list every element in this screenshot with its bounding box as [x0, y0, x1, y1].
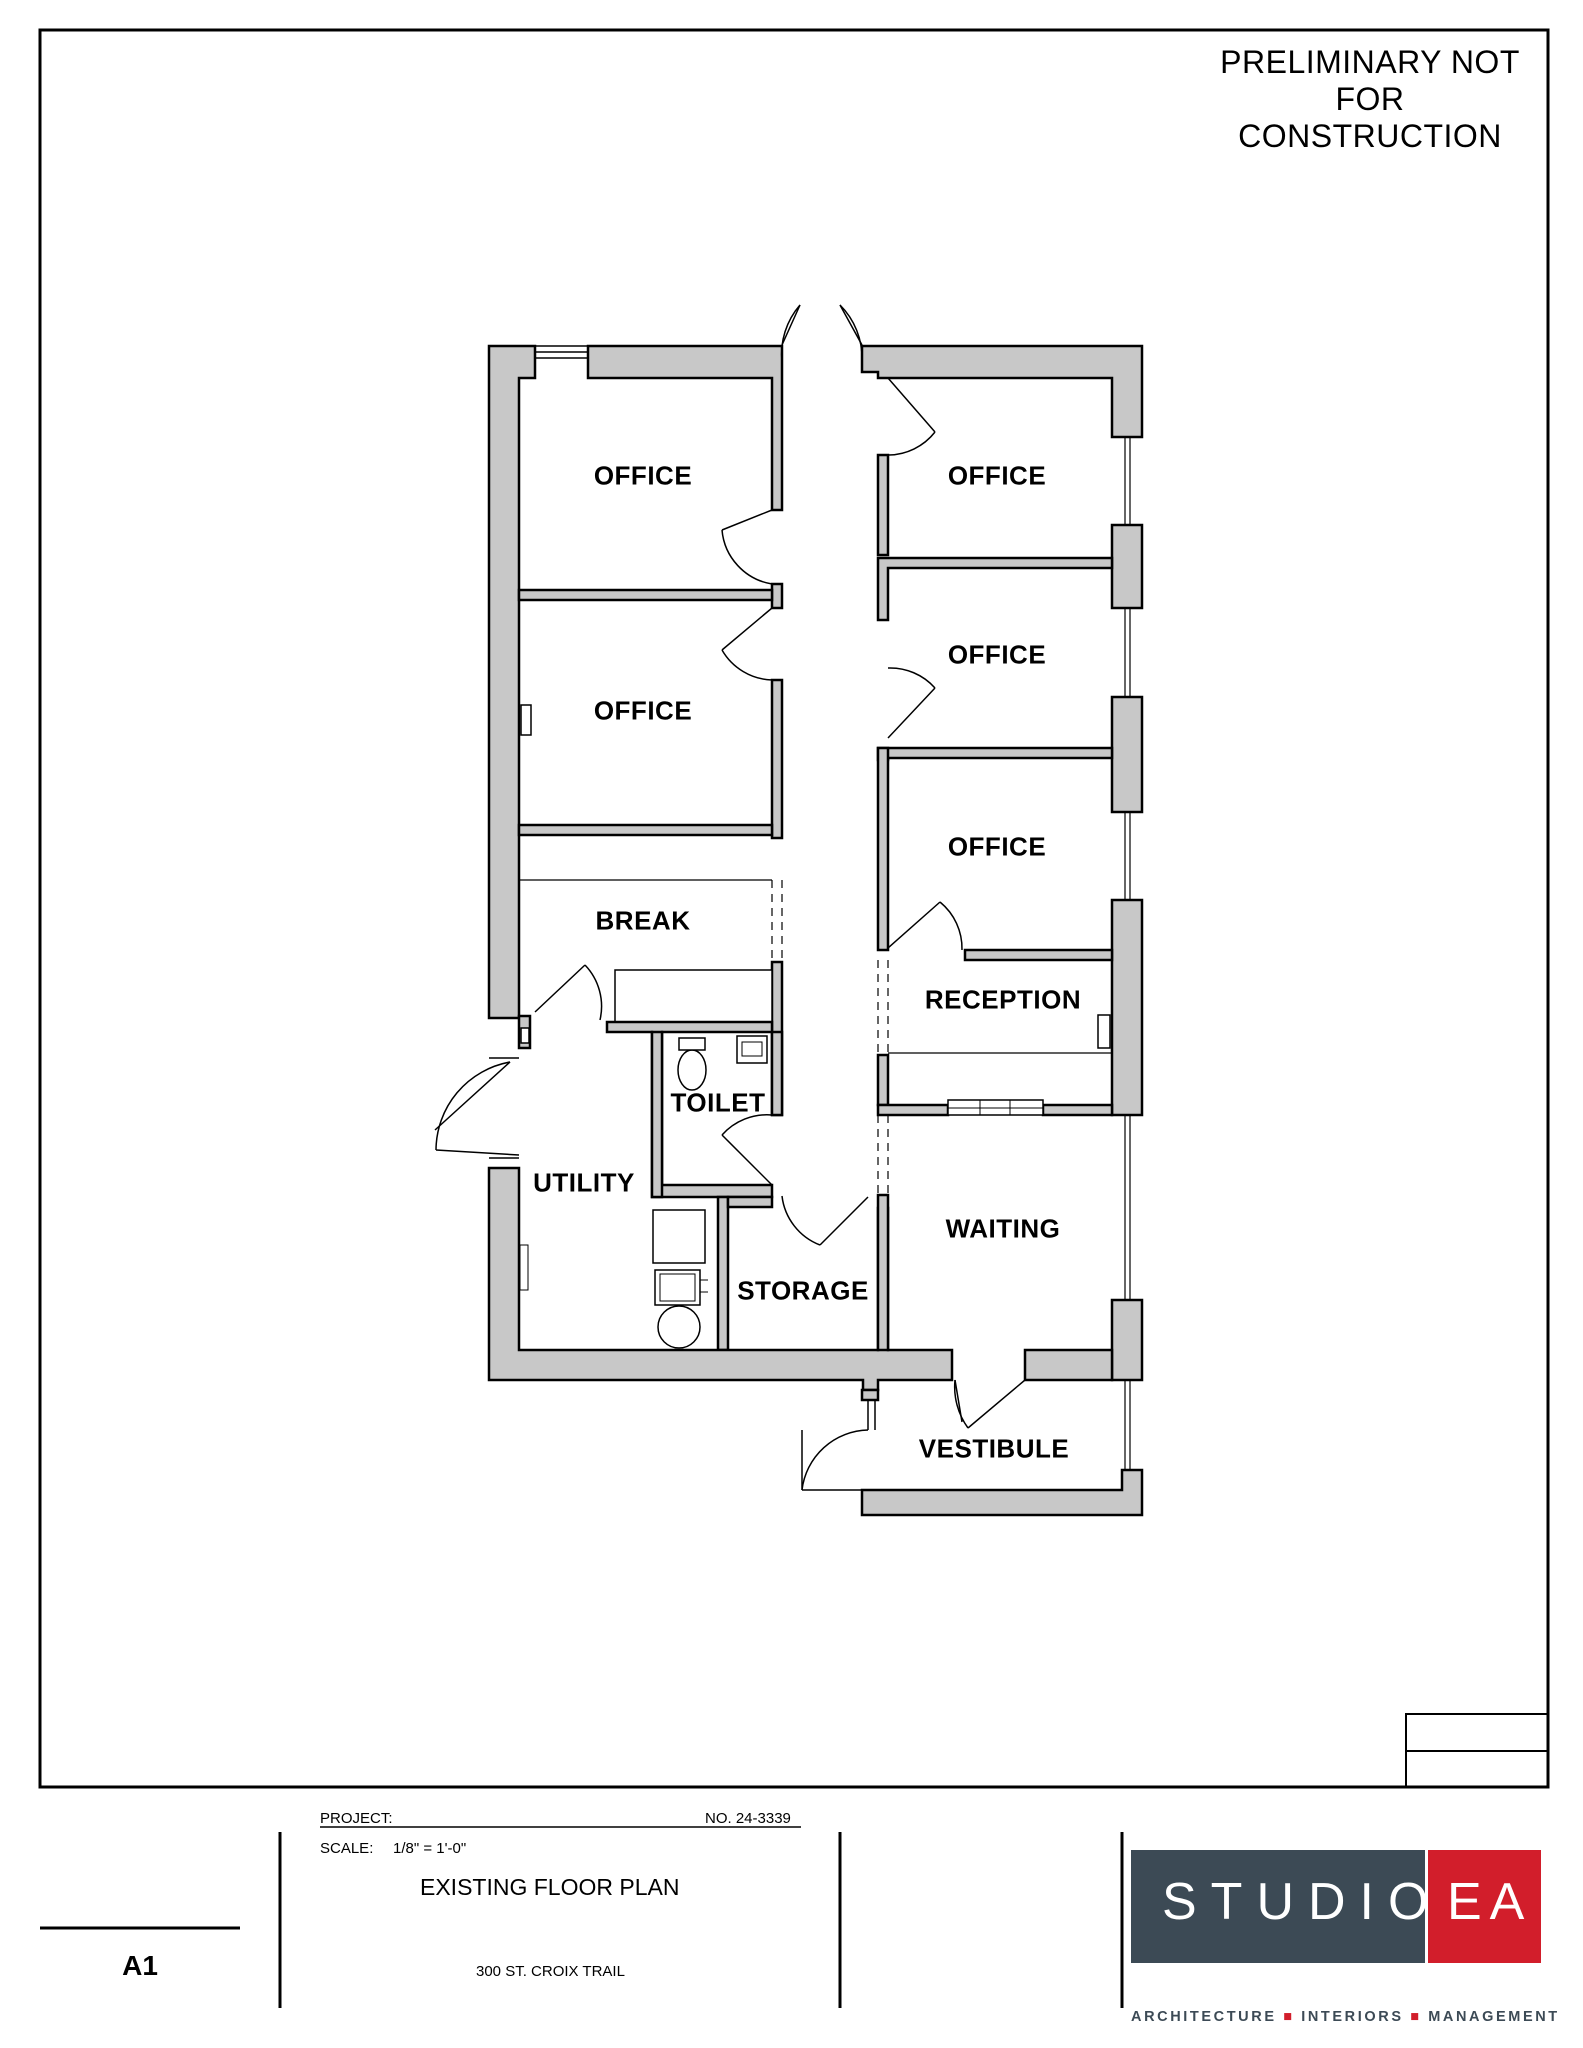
- wall-east-1: [1110, 523, 1144, 610]
- logo-tag-separator-2: ■: [1410, 2009, 1422, 2025]
- toilet-tank: [678, 1037, 706, 1051]
- scale-value: 1/8" = 1'-0": [393, 1840, 467, 1857]
- room-label-waiting: WAITING: [945, 1213, 1061, 1244]
- toilet-bowl: [677, 1049, 707, 1091]
- wall-waiting-west: [876, 1193, 890, 1352]
- wall-east-4: [1110, 1298, 1144, 1382]
- logo-word-studio: STUDIO: [1162, 1873, 1443, 1931]
- room-label-vestibule: VESTIBULE: [918, 1433, 1070, 1464]
- wall-office-divider-right-2: [876, 746, 1114, 762]
- sheet-number: A1: [122, 1950, 158, 1981]
- drawing-title: EXISTING FLOOR PLAN: [420, 1874, 680, 1900]
- wall-west: [487, 344, 537, 1020]
- utility-sink: [654, 1269, 701, 1306]
- utility-tank: [652, 1209, 706, 1264]
- project-number: NO. 24-3339: [705, 1810, 791, 1827]
- wall-corridor-right-1: [876, 453, 890, 557]
- wall-toilet: [605, 1020, 784, 1199]
- room-label-storage: STORAGE: [737, 1275, 869, 1306]
- logo-tag-interiors: INTERIORS: [1301, 2009, 1404, 2025]
- preliminary-note: PRELIMINARY NOT FOR CONSTRUCTION: [1160, 44, 1580, 155]
- utility-bracket: [520, 704, 532, 736]
- utility-bracket-2: [520, 1027, 530, 1044]
- break-opening: [771, 880, 783, 962]
- office-ne-door: [887, 377, 936, 456]
- wall-office-break-divider: [517, 823, 774, 837]
- wall-north-right: [860, 344, 1144, 439]
- wall-vestibule-west: [860, 1388, 880, 1402]
- room-label-reception: RECEPTION: [924, 984, 1082, 1015]
- note-line-1: PRELIMINARY NOT: [1220, 44, 1520, 80]
- room-label-office-e: OFFICE: [947, 639, 1047, 670]
- storage-door: [781, 1195, 869, 1246]
- wall-corridor-right-2: [876, 746, 890, 952]
- break-door: [534, 964, 603, 1021]
- vestibule-exterior-door: [801, 1400, 876, 1491]
- wall-toilet-left: [650, 1030, 664, 1199]
- project-address: 300 ST. CROIX TRAIL: [476, 1963, 625, 1980]
- logo-word-ea: EA: [1447, 1873, 1533, 1931]
- logo-tagline: ARCHITECTURE ■ INTERIORS ■ MANAGEMENT: [1131, 2009, 1557, 2025]
- scale-label: SCALE:: [320, 1840, 374, 1857]
- room-label-break: BREAK: [595, 905, 691, 936]
- room-label-office-ne: OFFICE: [947, 460, 1047, 491]
- revision-box: [1405, 1713, 1549, 1788]
- utility-exterior-door: [434, 1057, 520, 1159]
- logo-tag-architecture: ARCHITECTURE: [1131, 2009, 1277, 2025]
- window-east: [1124, 437, 1131, 1480]
- logo-red-block: [1428, 1850, 1541, 1963]
- floor-plan: [434, 304, 1144, 1517]
- office-e-door: [887, 667, 936, 739]
- note-line-3: CONSTRUCTION: [1238, 118, 1502, 154]
- title-block: [40, 1826, 1124, 2008]
- wall-utility-storage: [716, 1195, 730, 1352]
- utility-water-heater: [657, 1305, 701, 1349]
- room-label-utility: UTILITY: [533, 1167, 635, 1198]
- drawing-border: [38, 28, 1550, 1789]
- logo-dark-block: [1131, 1850, 1425, 1963]
- note-line-2: FOR: [1335, 81, 1405, 117]
- wall-east-2: [1110, 695, 1144, 814]
- window-north: [535, 345, 588, 359]
- utility-panel: [519, 1244, 529, 1291]
- toilet-door: [721, 1114, 773, 1186]
- break-counter: [614, 969, 773, 1023]
- wall-corridor-left-2: [770, 678, 784, 840]
- room-label-office-se: OFFICE: [947, 831, 1047, 862]
- waiting-entry-door: [953, 1379, 1026, 1429]
- wall-office-divider-right-1: [876, 556, 1114, 622]
- office-se-door: [887, 901, 963, 951]
- reception-bracket: [1097, 1014, 1111, 1049]
- wall-reception-left: [876, 1053, 890, 1107]
- project-label: PROJECT:: [320, 1810, 393, 1827]
- room-label-office-w: OFFICE: [593, 695, 693, 726]
- office-w-door: [721, 607, 773, 681]
- room-label-toilet: TOILET: [670, 1087, 766, 1118]
- utility-sink-inner: [659, 1273, 696, 1302]
- wall-east-3: [1110, 898, 1144, 1117]
- wall-corridor-left-1: [770, 582, 784, 610]
- wall-reception-top: [963, 948, 1114, 962]
- reception-opening: [877, 960, 889, 1195]
- wall-storage-top: [726, 1195, 774, 1209]
- north-entry-door: [780, 304, 863, 363]
- logo-tag-separator-1: ■: [1283, 2009, 1295, 2025]
- logo-tag-management: MANAGEMENT: [1428, 2009, 1560, 2025]
- wall-office-divider-left: [517, 588, 774, 602]
- office-nw-door: [721, 509, 773, 585]
- wall-waiting-south: [1023, 1348, 1114, 1382]
- wall-vestibule: [860, 1468, 1144, 1517]
- wall-west-lower: [487, 1166, 954, 1392]
- room-label-office-nw: OFFICE: [593, 460, 693, 491]
